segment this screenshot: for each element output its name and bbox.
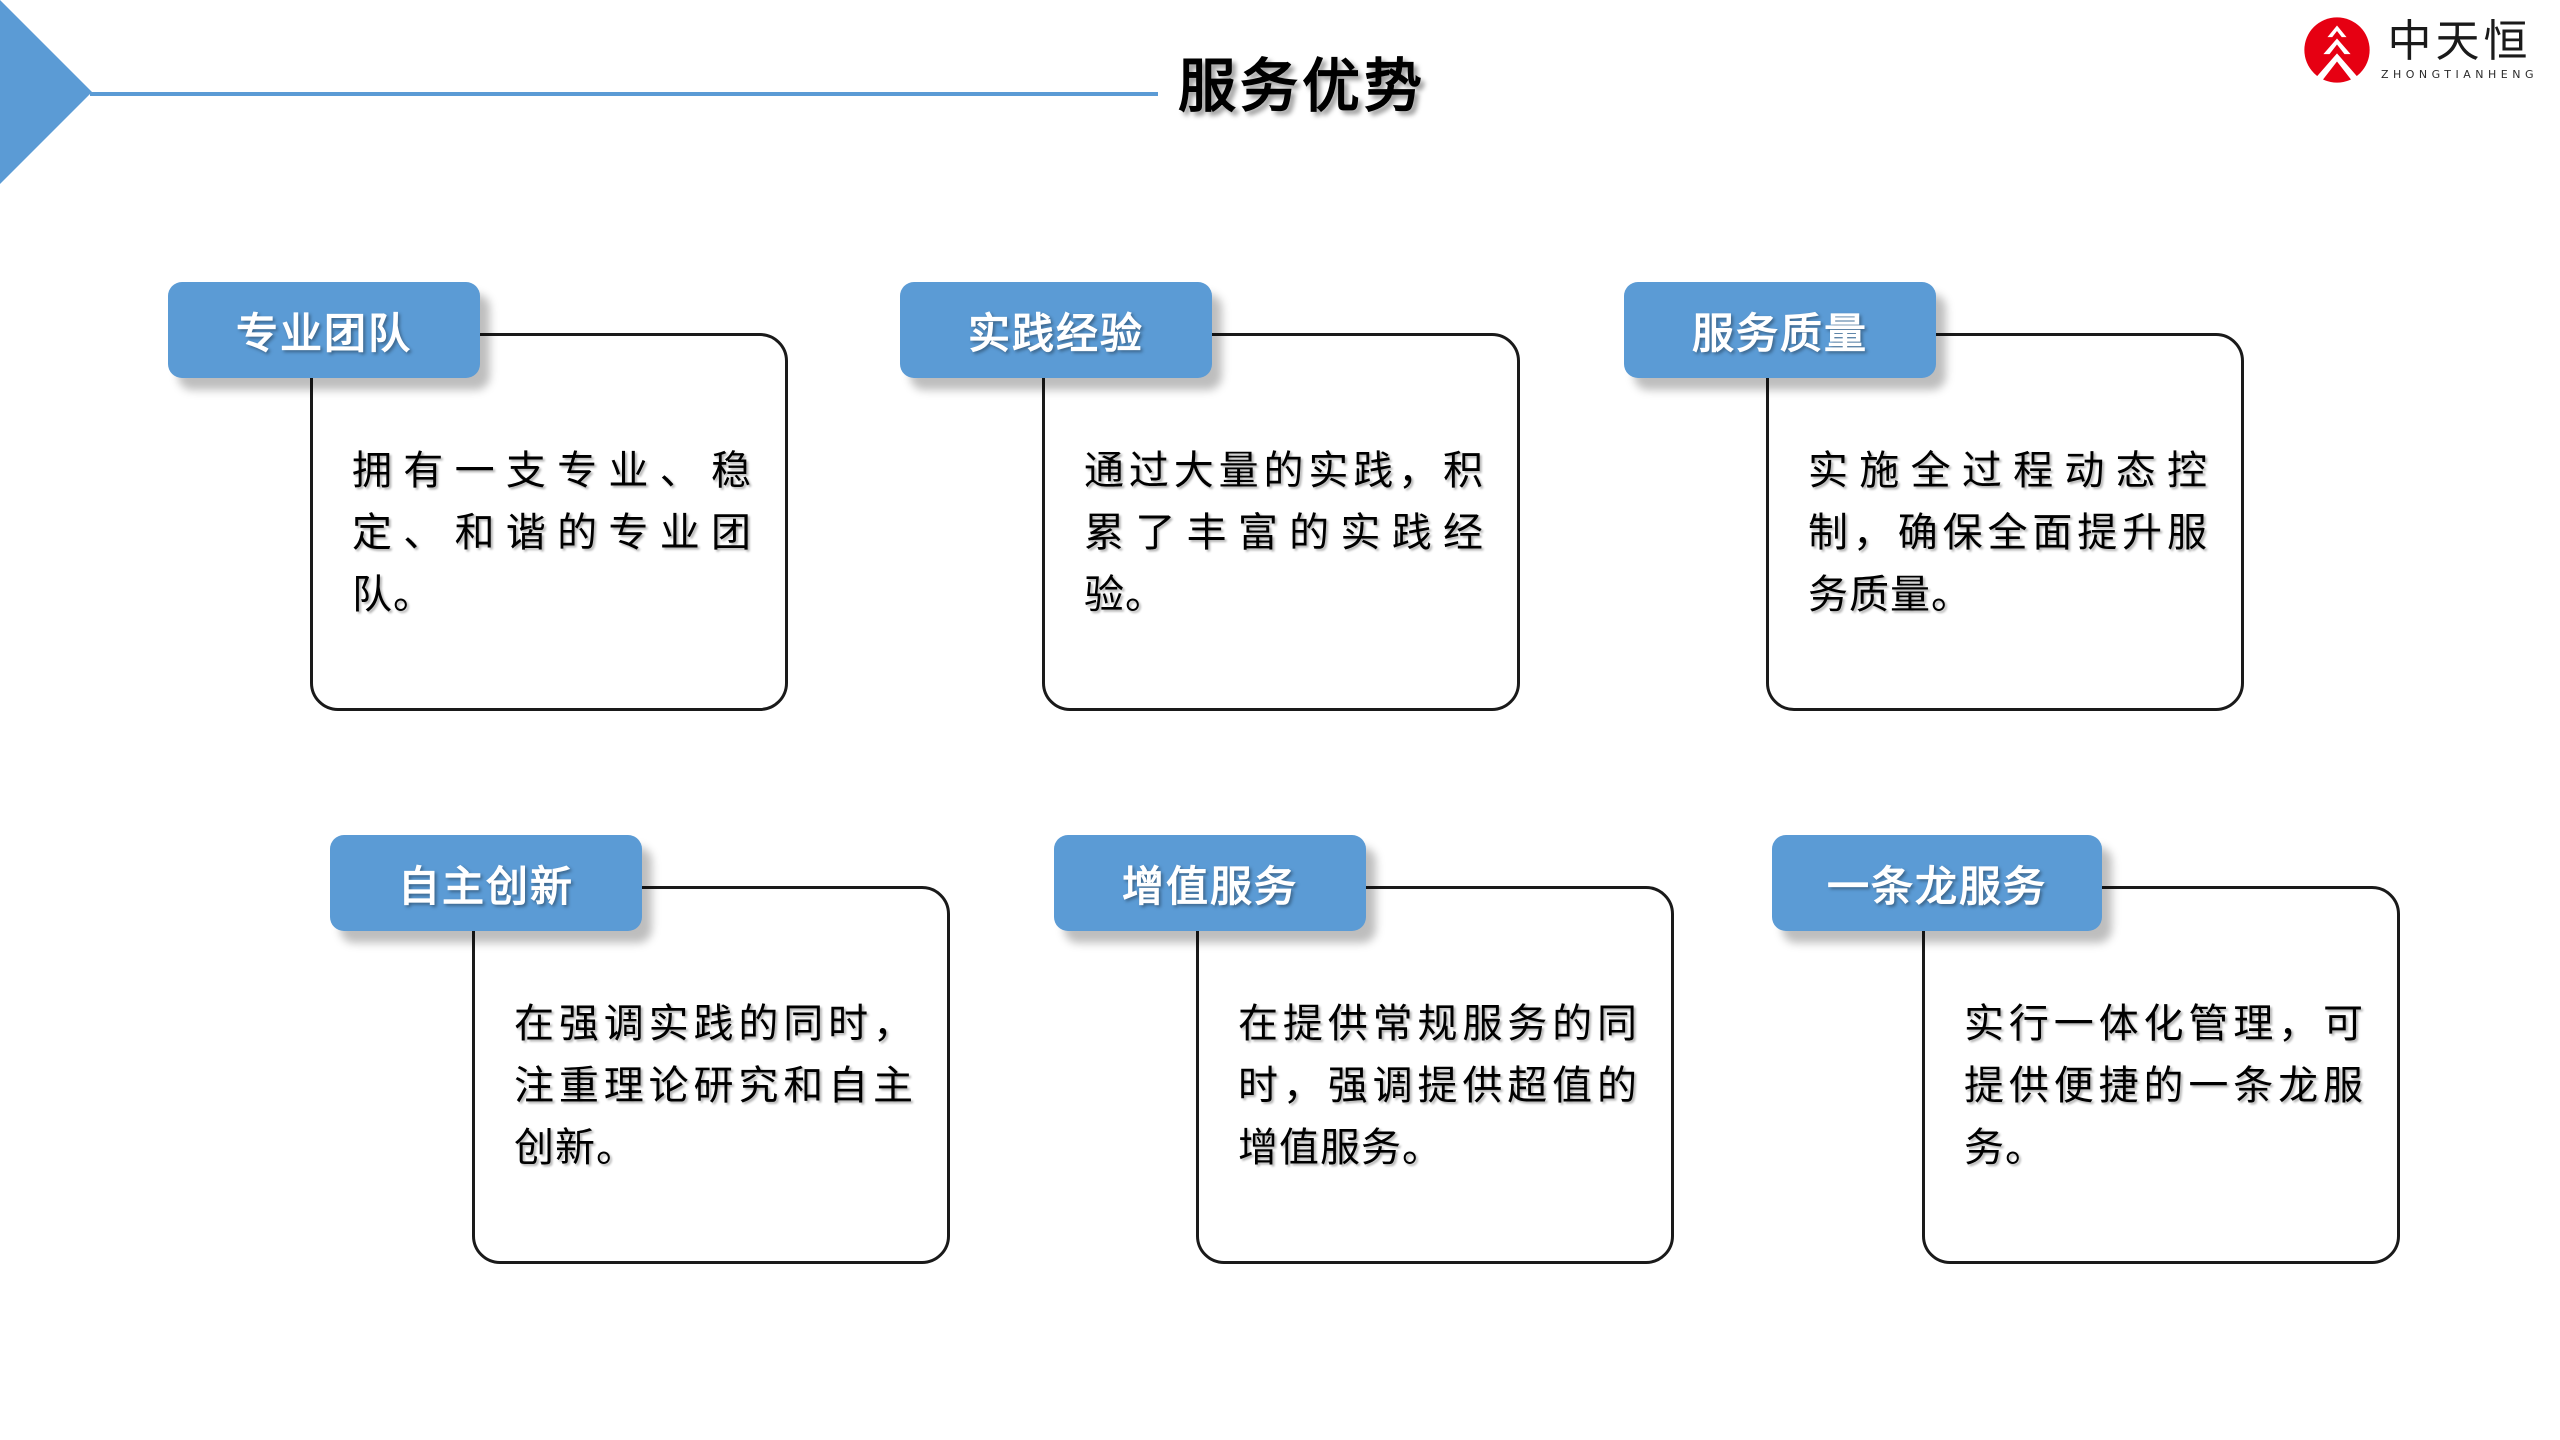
- logo-wordmark: 中天恒 ZHONGTIANHENG: [2380, 16, 2538, 81]
- card-outline: [1196, 886, 1674, 1264]
- header-divider-line: [90, 92, 1158, 96]
- card-badge-professional-team[interactable]: 专业团队: [168, 282, 480, 378]
- card-badge-service-quality[interactable]: 服务质量: [1624, 282, 1936, 378]
- logo-name-en: ZHONGTIANHENG: [2380, 68, 2538, 81]
- card-outline: [472, 886, 950, 1264]
- card-badge-independent-innovation[interactable]: 自主创新: [330, 835, 642, 931]
- card-body-value-added-service: 在提供常规服务的同时，强调提供超值的增值服务。: [1238, 1001, 1638, 1171]
- card-body-professional-team: 拥有一支专业、稳定、和谐的专业团队。: [352, 448, 752, 618]
- card-body-practical-experience: 通过大量的实践，积累了丰富的实践经验。: [1084, 448, 1484, 618]
- card-outline: [1766, 333, 2244, 711]
- card-body-independent-innovation: 在强调实践的同时，注重理论研究和自主创新。: [514, 1001, 914, 1171]
- card-outline: [310, 333, 788, 711]
- card-badge-value-added-service[interactable]: 增值服务: [1054, 835, 1366, 931]
- page-title: 服务优势: [1178, 52, 1427, 120]
- card-body-service-quality: 实施全过程动态控制，确保全面提升服务质量。: [1808, 448, 2208, 618]
- company-logo: 中天恒 ZHONGTIANHENG: [2303, 12, 2538, 88]
- card-badge-practical-experience[interactable]: 实践经验: [900, 282, 1212, 378]
- slide-header: 服务优势: [0, 0, 2560, 190]
- zhongtianheng-mountain-emblem-icon: [2303, 16, 2371, 84]
- card-outline: [1042, 333, 1520, 711]
- card-badge-one-stop-service[interactable]: 一条龙服务: [1772, 835, 2102, 931]
- left-chevron-arrow-icon: [0, 0, 92, 184]
- card-outline: [1922, 886, 2400, 1264]
- logo-name-cn: 中天恒: [2387, 16, 2532, 67]
- card-body-one-stop-service: 实行一体化管理，可提供便捷的一条龙服务。: [1964, 1001, 2364, 1171]
